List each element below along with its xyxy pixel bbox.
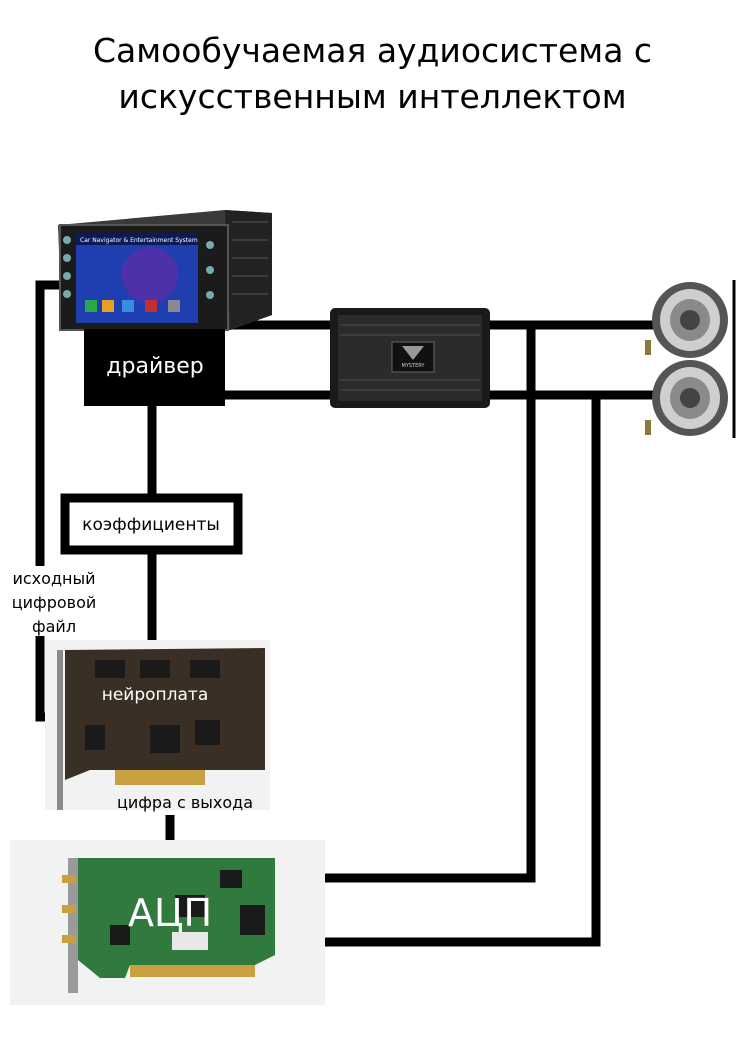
head-unit-screen-text: Car Navigator & Entertainment System	[80, 237, 198, 244]
adc-label: АЦП	[128, 891, 212, 935]
speaker-top	[645, 282, 728, 358]
title-line-2: искусственным интеллектом	[118, 77, 627, 116]
neuro-board-label: нейроплата	[102, 685, 209, 705]
head-unit: Car Navigator & Entertainment System	[58, 210, 272, 331]
adc-board	[10, 840, 325, 1005]
neuro-board	[45, 640, 270, 810]
speaker-bottom	[645, 360, 728, 436]
amplifier: MYSTERY	[330, 308, 490, 408]
amplifier-brand: MYSTERY	[402, 363, 426, 369]
wire-speaker1-adc	[270, 325, 536, 883]
driver-box	[84, 329, 225, 406]
wire-speaker2-adc	[270, 395, 601, 947]
output-digits-label: цифра с выхода	[117, 793, 253, 812]
source-file-label-line2: цифровой	[12, 593, 97, 612]
page-title: Самообучаемая аудиосистема с искусственн…	[0, 28, 745, 120]
coefficients-box	[60, 493, 243, 555]
source-file-label-line1: исходный	[12, 569, 95, 588]
coefficients-label: коэффициенты	[82, 515, 220, 535]
driver-label: драйвер	[106, 354, 203, 379]
disc-icon	[122, 247, 178, 303]
title-line-1: Самообучаемая аудиосистема с	[92, 31, 653, 70]
source-file-label-line3: файл	[32, 617, 76, 636]
